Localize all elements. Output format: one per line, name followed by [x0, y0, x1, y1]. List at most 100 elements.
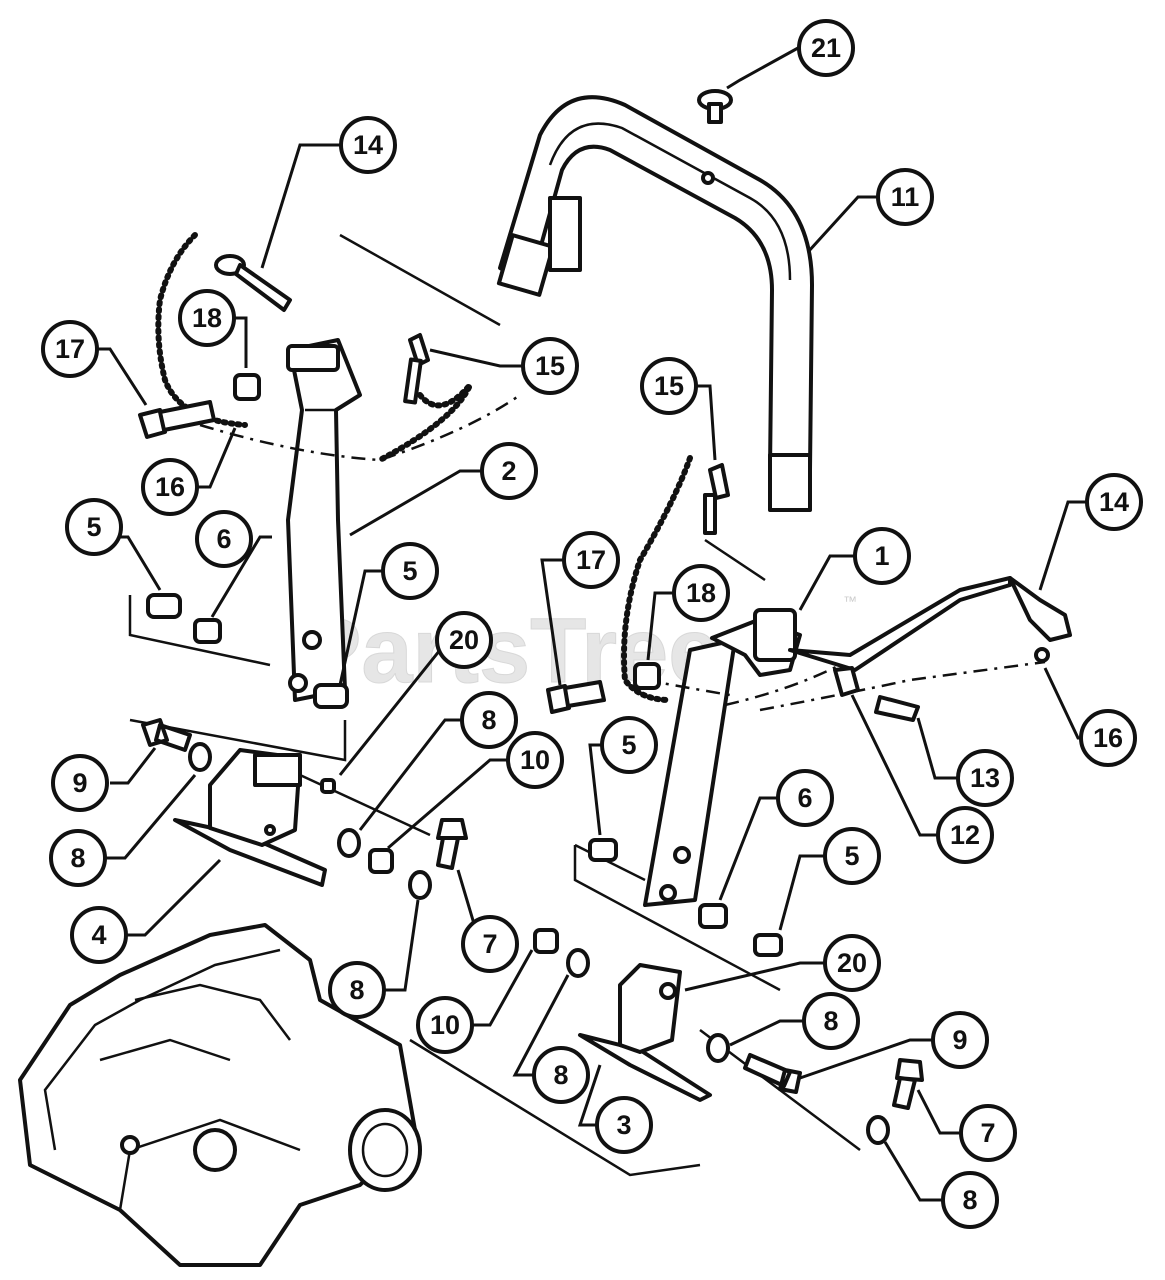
callout-label: 10 [430, 1010, 460, 1040]
bushing-5d [753, 933, 783, 957]
callout-label: 18 [686, 578, 716, 608]
callout-bubble [853, 527, 911, 585]
washer-8f [866, 1115, 890, 1145]
callout-label: 18 [192, 303, 222, 333]
left-bolt-17 [138, 400, 216, 439]
nut-10b [533, 928, 559, 954]
callout-label: 17 [55, 334, 85, 364]
callout-bubble [461, 915, 519, 973]
callout-bubble [956, 749, 1014, 807]
roll-bar-upper [496, 95, 814, 512]
gearbox-housing [18, 923, 422, 1267]
callout-label: 8 [70, 843, 85, 873]
bolt-7a [436, 818, 468, 870]
callout-bubble [562, 531, 620, 589]
callout-label: 8 [962, 1185, 977, 1215]
callout-label: 6 [216, 524, 231, 554]
right-panel-outline [573, 843, 781, 992]
callout-label: 10 [520, 745, 550, 775]
left-clip-pin [377, 333, 473, 463]
callout-label: 16 [155, 472, 185, 502]
callout-bubble [1079, 709, 1137, 767]
callout-bubble [328, 961, 386, 1019]
callout-bubble [339, 116, 397, 174]
callout-bubble [41, 320, 99, 378]
callout-bubble [65, 498, 123, 556]
pin-20a [320, 778, 336, 794]
callout-bubble [70, 906, 128, 964]
washer-8c [408, 870, 432, 900]
callout-bubble [672, 564, 730, 622]
screw-13 [874, 695, 920, 722]
callout-bubble [1085, 473, 1143, 531]
callout-bubble [936, 806, 994, 864]
left-upright [286, 338, 362, 702]
bolt-9a [141, 718, 192, 752]
callout-label: 2 [501, 456, 516, 486]
callout-bubble [49, 829, 107, 887]
callout-label: 6 [797, 783, 812, 813]
right-clip-pin [621, 455, 730, 703]
callout-bubble [141, 458, 199, 516]
right-bolt-17 [546, 680, 606, 714]
callout-label: 8 [823, 1006, 838, 1036]
callout-bubble [941, 1171, 999, 1229]
left-panel-outline [128, 595, 347, 762]
washer-8e [706, 1033, 730, 1063]
callout-label: 8 [553, 1060, 568, 1090]
spacer-6a [193, 618, 222, 644]
callout-bubble [876, 168, 934, 226]
callout-label: 16 [1093, 723, 1123, 753]
right-lynch-pin [1008, 576, 1072, 663]
align-line-right-2 [724, 663, 841, 707]
bolt-9b [743, 1053, 802, 1094]
callout-bubble [640, 357, 698, 415]
left-base-bracket [173, 748, 327, 887]
callout-label: 14 [1099, 487, 1129, 517]
callout-label: 12 [950, 820, 980, 850]
guide-line-3 [409, 1038, 701, 1177]
callout-bubble [797, 19, 855, 77]
callout-label: 15 [535, 351, 565, 381]
callout-bubble [506, 731, 564, 789]
callout-label: 20 [837, 948, 867, 978]
callout-bubble [600, 716, 658, 774]
washer-8d [566, 948, 590, 978]
washer-8a [188, 742, 212, 772]
callout-label: 8 [481, 705, 496, 735]
guide-line-1 [339, 233, 501, 327]
callout-label: 9 [952, 1025, 967, 1055]
callout-bubble [823, 934, 881, 992]
callout-bubble [521, 337, 579, 395]
callout-bubble [178, 289, 236, 347]
bushing-5c [588, 838, 618, 862]
callout-label: 17 [576, 545, 606, 575]
callout-bubble [195, 510, 253, 568]
pin-20b [659, 982, 677, 1000]
right-base-bracket [578, 963, 712, 1102]
callout-bubble [480, 442, 538, 500]
align-line-left [199, 393, 521, 462]
left-nut-18 [233, 373, 261, 401]
callout-label: 5 [844, 841, 859, 871]
callout-label: 13 [970, 763, 1000, 793]
callout-label: 4 [91, 920, 106, 950]
callout-bubble [776, 769, 834, 827]
right-nut-18 [633, 662, 661, 690]
callout-bubble [802, 992, 860, 1050]
callout-bubble [416, 996, 474, 1054]
callout-bubble [931, 1011, 989, 1069]
callout-label: 5 [402, 556, 417, 586]
callout-bubble [595, 1096, 653, 1154]
callout-bubble [435, 611, 493, 669]
clip-12 [833, 666, 860, 697]
callout-label: 7 [482, 929, 497, 959]
callout-label: 3 [616, 1110, 631, 1140]
bushing-5a [146, 593, 182, 619]
callout-bubble [959, 1104, 1017, 1162]
nut-10a [368, 848, 394, 874]
callout-bubble [460, 691, 518, 749]
watermark-trademark: ™ [843, 593, 857, 609]
